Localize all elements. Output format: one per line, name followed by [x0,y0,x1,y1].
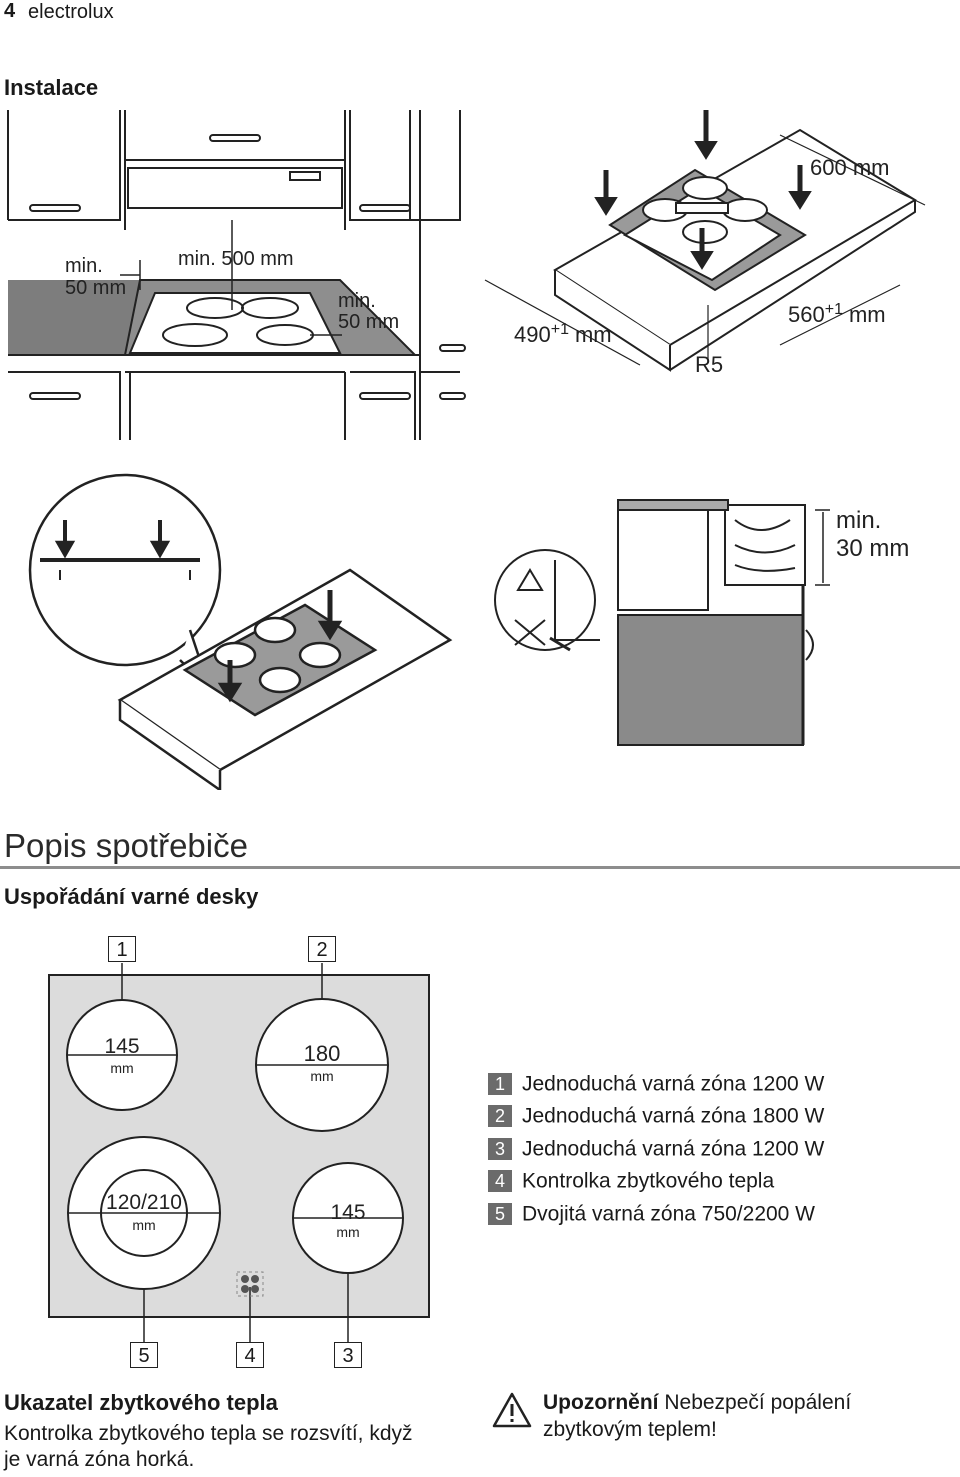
legend-item-3: 3 Jednoduchá varná zóna 1200 W [488,1135,824,1165]
legend-num-2: 2 [488,1105,512,1128]
kitchen-clearance-diagram: min. 50 mm min. 500 mm min. 50 mm [7,110,466,440]
warning-label: Upozornění [543,1391,659,1414]
depth-600: 600 mm [810,155,889,180]
legend-item-1: 1 Jednoduchá varná zóna 1200 W [488,1070,824,1100]
callout-5: 5 [130,1342,158,1368]
zone3-size: 145 [330,1201,365,1224]
seal-placement-diagram [28,473,453,790]
legend-text-3: Jednoduchá varná zóna 1200 W [522,1137,825,1161]
residual-heat-line2: je varná zóna horká. [4,1448,195,1471]
cut-490-tolerance: +1 [551,321,569,338]
zone1-size: 145 [104,1035,139,1058]
cut-490: 490 [514,322,551,347]
callout-2: 2 [308,936,336,962]
svg-text:560+1mm: 560+1 mm [788,301,886,327]
legend-item-4: 4 Kontrolka zbytkového tepla [488,1167,774,1197]
legend-item-5: 5 Dvojitá varná zóna 750/2200 W [488,1200,815,1230]
left-clearance-min: min. [65,255,103,277]
section-title: Popis spotřebiče [4,827,248,864]
legend-num-5: 5 [488,1203,512,1226]
cut-560: 560 [788,302,825,327]
brand-name: electrolux [28,1,114,23]
cut-490-unit: mm [575,322,612,347]
legend-item-2: 2 Jednoduchá varná zóna 1800 W [488,1102,824,1132]
legend-text-2: Jednoduchá varná zóna 1800 W [522,1104,825,1128]
legend-num-3: 3 [488,1138,512,1161]
callout-3: 3 [334,1342,362,1368]
zone1-unit: mm [110,1060,133,1076]
callout-1: 1 [108,936,136,962]
left-clearance-value: 50 mm [65,277,126,299]
zone3-unit: mm [336,1224,359,1240]
legend-num-1: 1 [488,1073,512,1096]
worktop-thickness-diagram: min. 30 mm [494,499,909,746]
zone5-size: 120/210 [106,1191,182,1214]
min-30-label: min. [836,507,881,534]
radius-r5: R5 [695,352,723,377]
warning-line1: Upozornění Nebezpečí popálení [543,1390,851,1416]
zone5-unit: mm [132,1217,155,1233]
residual-heat-line1: Kontrolka zbytkového tepla se rozsvítí, … [4,1422,413,1445]
warning-icon [492,1392,532,1428]
cut-560-tolerance: +1 [825,301,843,318]
legend-text-1: Jednoduchá varná zóna 1200 W [522,1072,825,1096]
warning-text1: Nebezpečí popálení [664,1391,852,1414]
top-clearance: min. 500 mm [178,248,294,270]
right-clearance-min: min. [338,290,376,312]
legend-text-4: Kontrolka zbytkového tepla [522,1169,775,1193]
right-clearance-value: 50 mm [338,311,399,333]
callout-4: 4 [236,1342,264,1368]
warning-text2: zbytkovým teplem! [543,1418,717,1441]
residual-heat-indicator-icon [236,1271,264,1297]
hob-layout-title: Uspořádání varné desky [4,884,259,909]
legend-num-4: 4 [488,1170,512,1193]
legend-text-5: Dvojitá varná zóna 750/2200 W [522,1202,816,1226]
section-divider [0,866,960,869]
page-number: 4 [4,0,16,22]
hob-layout-diagram: 145 mm 180 mm 120/210 mm 145 mm [48,963,430,1347]
zone2-unit: mm [310,1068,333,1084]
zone2-size: 180 [304,1041,341,1066]
cut-560-unit: mm [849,302,886,327]
min-30-value: 30 mm [836,535,909,562]
residual-heat-title: Ukazatel zbytkového tepla [4,1390,278,1415]
installation-title: Instalace [4,75,99,100]
svg-text:490+1mm: 490+1 mm [514,321,612,347]
